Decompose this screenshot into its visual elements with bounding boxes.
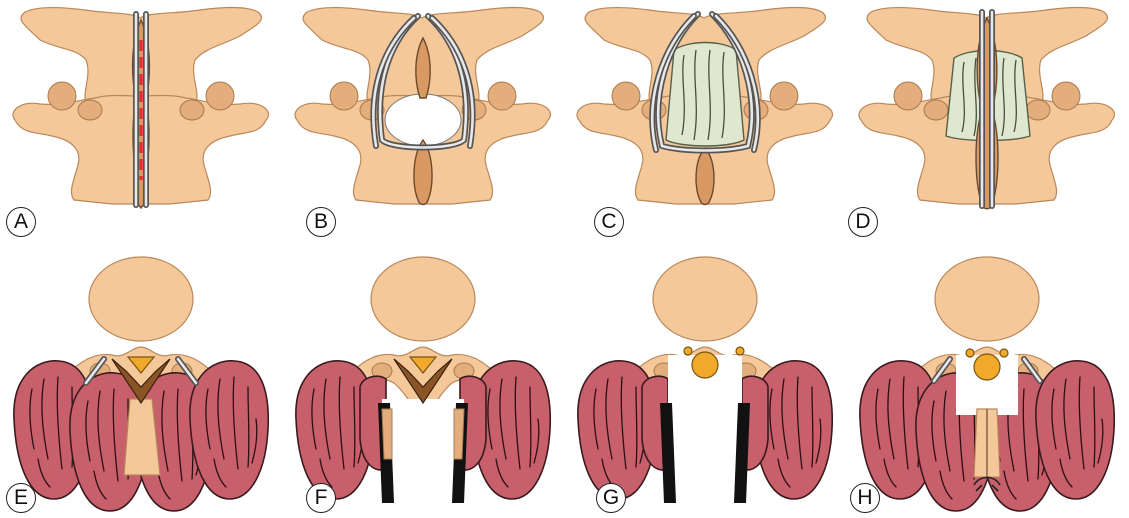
panel-e: E — [0, 259, 282, 518]
panel-label-a: A — [6, 207, 36, 237]
panel-a: A — [0, 0, 282, 259]
panel-h: H — [846, 259, 1128, 518]
panel-label-b: B — [306, 207, 336, 237]
panel-g-illustration — [564, 259, 846, 518]
panel-label-e: E — [6, 483, 36, 513]
panel-label-d: D — [848, 207, 878, 237]
panel-a-illustration — [0, 0, 282, 259]
panel-label-c: C — [594, 207, 624, 237]
panel-h-illustration — [846, 259, 1128, 518]
panel-g: G — [564, 259, 846, 518]
panel-label-f: F — [306, 483, 336, 513]
panel-e-illustration — [0, 259, 282, 518]
panel-d: D — [846, 0, 1128, 259]
panel-f: F — [282, 259, 564, 518]
panel-label-h: H — [850, 483, 880, 513]
panel-label-g: G — [596, 483, 626, 513]
panel-d-illustration — [846, 0, 1128, 259]
panel-c: C — [564, 0, 846, 259]
panel-f-illustration — [282, 259, 564, 518]
panel-b: B — [282, 0, 564, 259]
